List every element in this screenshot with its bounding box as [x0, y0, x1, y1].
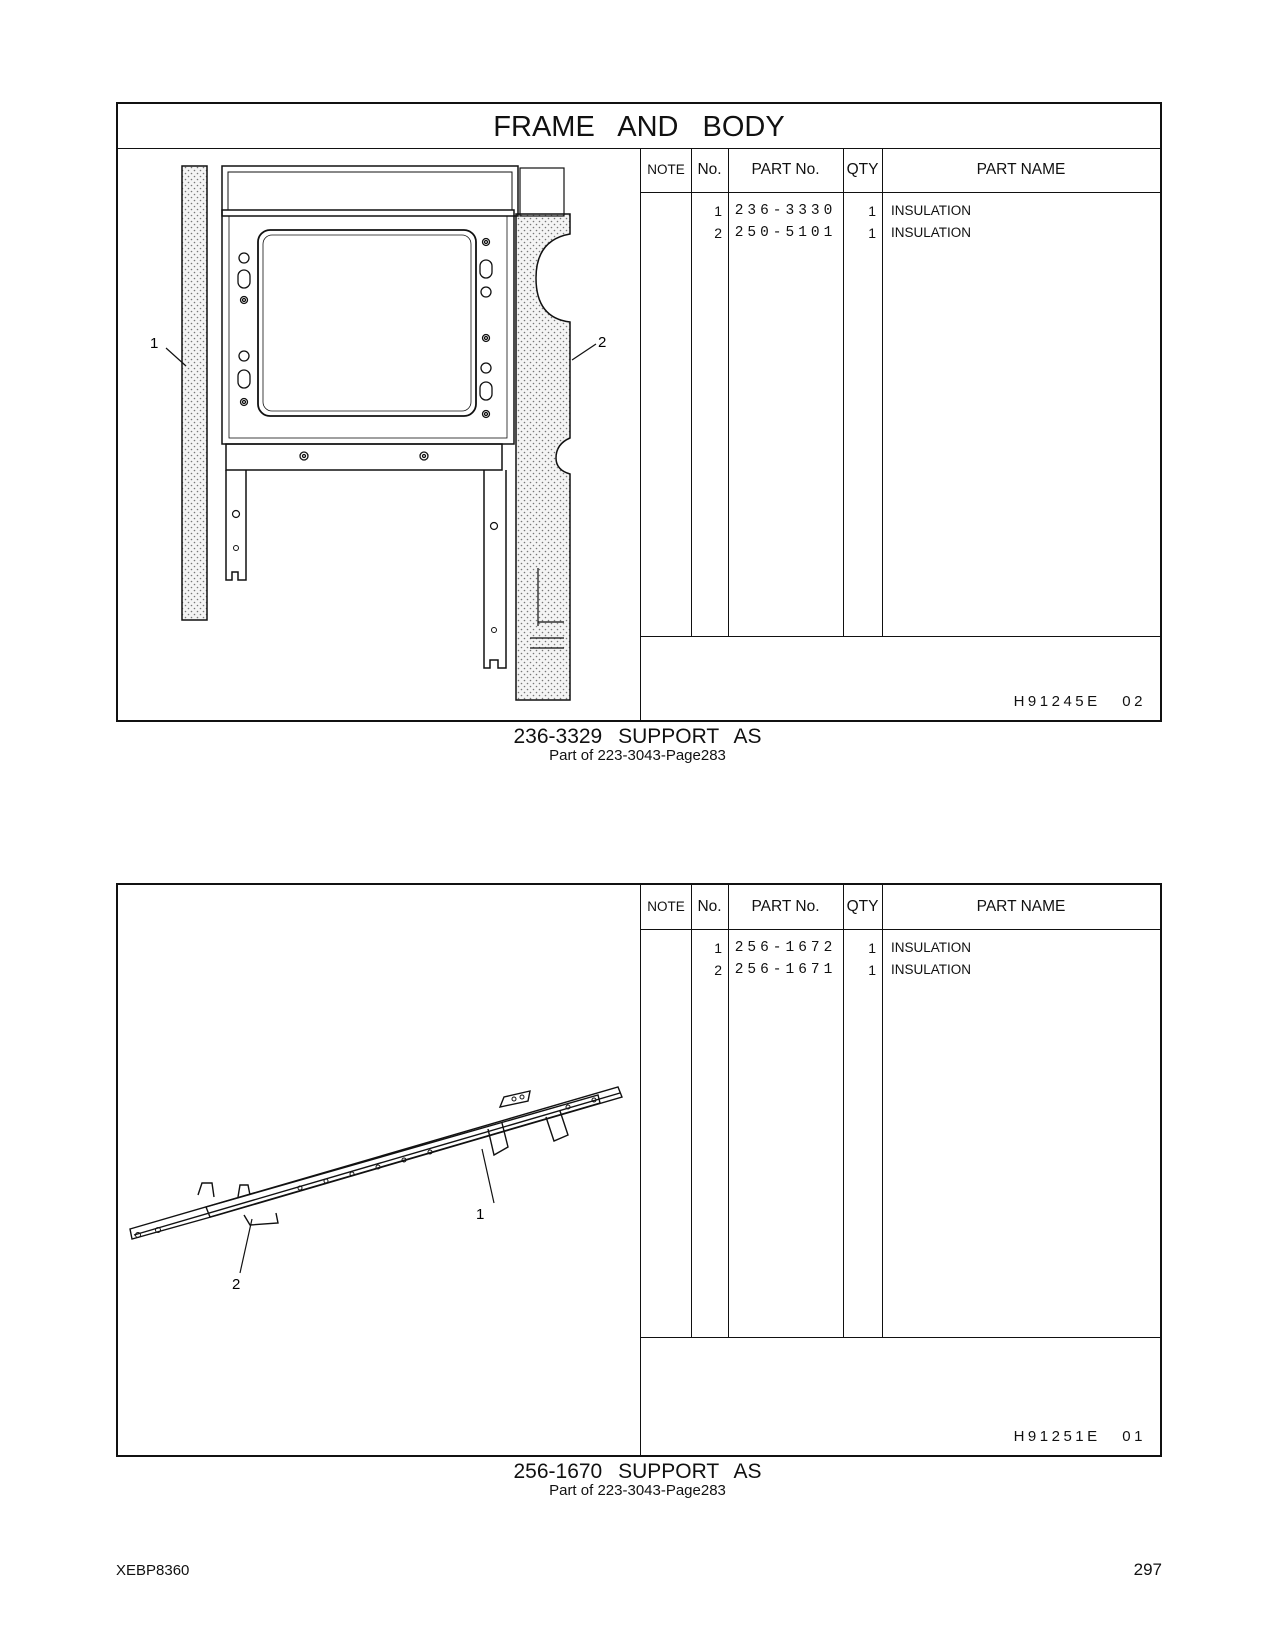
illustration-code: H91245E 02 — [1013, 693, 1146, 710]
caption-title: 236-3329 SUPPORT AS — [513, 725, 762, 748]
table-row: 2 250-5101 1 INSULATION — [714, 225, 972, 241]
insulation-strip-left — [181, 165, 208, 621]
caption-subtitle: Part of 223-3043-Page283 — [549, 1482, 726, 1499]
header-note: NOTE — [647, 162, 685, 177]
section-title: FRAME AND BODY — [118, 104, 1160, 149]
document-id: XEBP8360 — [116, 1562, 190, 1579]
illustration-2: 1 2 — [118, 885, 641, 1455]
parts-panel-1: FRAME AND BODY — [116, 102, 1162, 722]
table-row: 1 236-3330 1 INSULATION — [714, 203, 972, 219]
table-row: 2 256-1671 1 INSULATION — [714, 962, 972, 978]
support-bar-drawing: 1 2 — [129, 1086, 623, 1293]
callout-2: 2 — [232, 1276, 240, 1293]
header-no: No. — [697, 898, 722, 915]
table-header: NOTE No. PART No. QTY PART NAME — [641, 885, 1160, 930]
callout-2: 2 — [598, 334, 606, 351]
table-header: NOTE No. PART No. QTY PART NAME — [641, 148, 1160, 193]
caption-2: 256-1670 SUPPORT AS Part of 223-3043-Pag… — [0, 1461, 1275, 1499]
callout-1: 1 — [476, 1206, 484, 1223]
illustration-1: 1 2 — [118, 148, 641, 720]
header-part-no: PART No. — [751, 898, 820, 915]
header-part-name: PART NAME — [976, 161, 1066, 178]
caption-subtitle: Part of 223-3043-Page283 — [549, 747, 726, 764]
table-row: 1 256-1672 1 INSULATION — [714, 940, 972, 956]
header-part-name: PART NAME — [976, 898, 1066, 915]
page-number: 297 — [1133, 1560, 1162, 1579]
insulation-strip-right — [515, 213, 571, 701]
header-note: NOTE — [647, 899, 685, 914]
header-qty: QTY — [846, 898, 879, 915]
illustration-code: H91251E 01 — [1013, 1428, 1146, 1445]
caption-1: 236-3329 SUPPORT AS Part of 223-3043-Pag… — [0, 726, 1275, 764]
callout-1: 1 — [150, 335, 158, 352]
caption-title: 256-1670 SUPPORT AS — [513, 1460, 762, 1483]
parts-panel-2: 1 2 NOTE No. PART No. QTY PART NAME 1 25… — [116, 883, 1162, 1457]
header-part-no: PART No. — [751, 161, 820, 178]
header-qty: QTY — [846, 161, 879, 178]
parts-table-2: NOTE No. PART No. QTY PART NAME 1 256-16… — [641, 885, 1160, 1455]
parts-table-1: NOTE No. PART No. QTY PART NAME 1 236-33… — [641, 148, 1160, 720]
support-frame-drawing: 1 2 — [150, 165, 606, 701]
header-no: No. — [697, 161, 722, 178]
